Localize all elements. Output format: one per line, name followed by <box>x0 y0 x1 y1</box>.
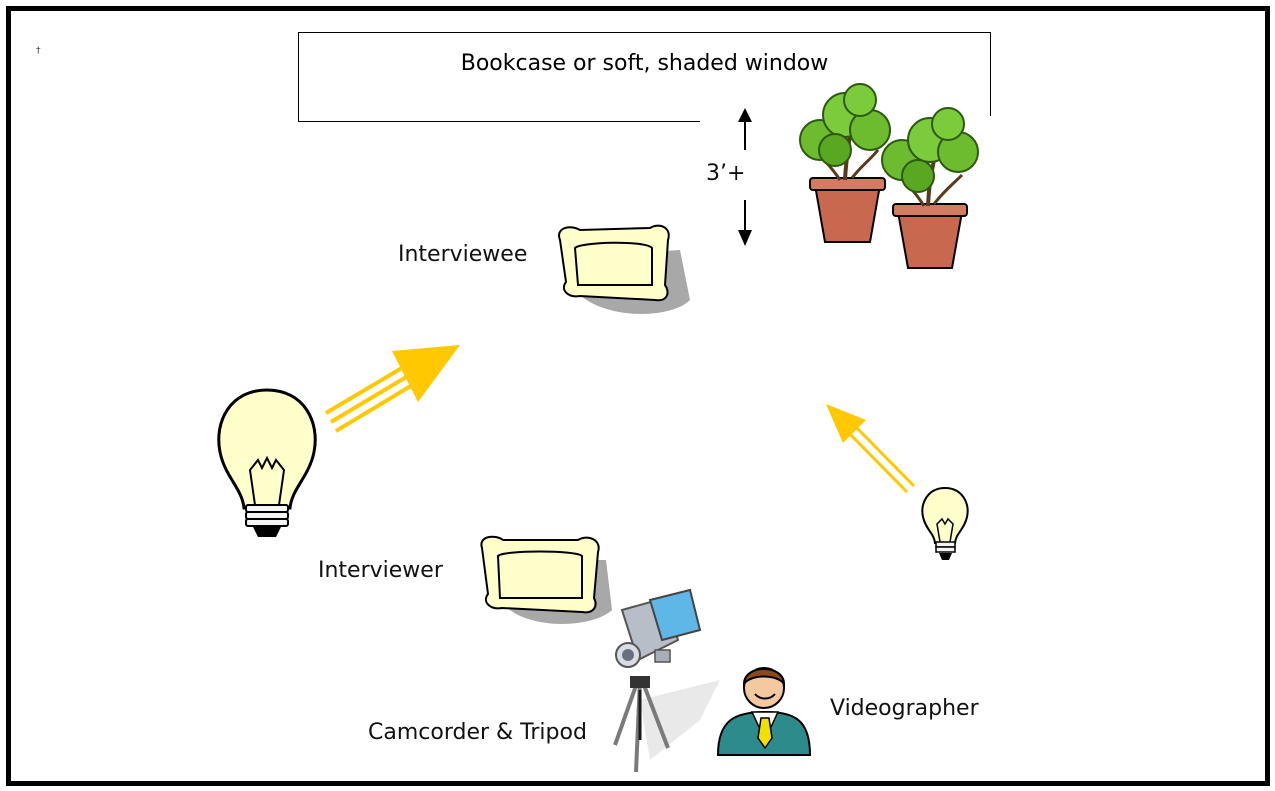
plant-right <box>881 107 979 269</box>
fill-light-beam <box>826 404 916 494</box>
camcorder-tripod-icon <box>613 588 720 773</box>
interviewee-label: Interviewee <box>398 242 528 267</box>
bookcase-window-box: Bookcase or soft, shaded window <box>298 32 991 122</box>
key-light-arrowhead-icon <box>392 345 460 402</box>
interviewer-label: Interviewer <box>318 558 443 583</box>
key-light-bulb-icon <box>217 388 317 537</box>
fill-light-bulb-icon <box>921 486 969 560</box>
distance-indicator <box>738 108 752 246</box>
bookcase-label: Bookcase or soft, shaded window <box>460 51 829 76</box>
camcorder-label: Camcorder & Tripod <box>368 720 587 745</box>
corner-mark: † <box>36 46 41 56</box>
interviewer-chair-icon <box>480 535 612 624</box>
key-light-beam <box>324 345 460 433</box>
interviewee-chair-icon <box>558 224 690 314</box>
potted-plants-icon <box>799 83 979 269</box>
distance-label: 3’+ <box>706 161 746 186</box>
arrowhead-up-icon <box>738 108 752 122</box>
plant-left <box>799 83 891 243</box>
videographer-label: Videographer <box>830 696 979 721</box>
arrowhead-down-icon <box>738 230 752 246</box>
videographer-icon <box>716 667 812 756</box>
fill-light-arrowhead-icon <box>826 404 866 443</box>
